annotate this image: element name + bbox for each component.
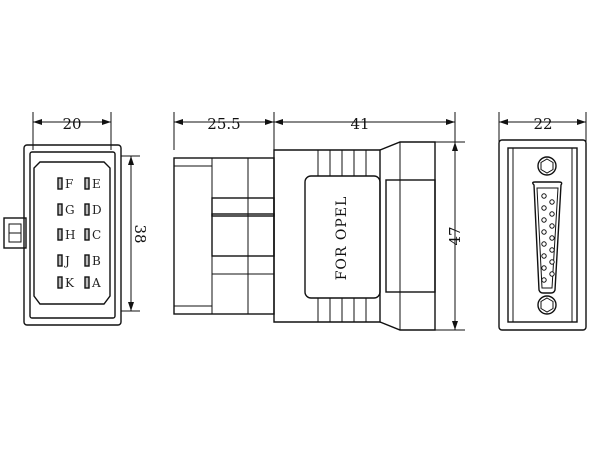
grip-ribs xyxy=(317,150,367,322)
db15-pins xyxy=(541,193,555,283)
db15-pin-hole xyxy=(541,229,547,235)
db15-pin-hole xyxy=(549,199,555,205)
pin-label: F xyxy=(65,177,73,191)
db15-face-view: 22 xyxy=(498,112,587,331)
pin-label: K xyxy=(65,276,75,290)
db15-pin-hole xyxy=(541,217,547,223)
db-body xyxy=(498,139,587,331)
obd-latch xyxy=(3,217,27,249)
db15-pin-hole xyxy=(549,211,555,217)
db15-pin-hole xyxy=(549,247,555,253)
db15-pin-hole xyxy=(549,259,555,265)
side-profile-view: 25.5 41 FOR OPEL xyxy=(173,112,465,331)
db15-pin-hole xyxy=(541,265,547,271)
dim-side-height: 47 xyxy=(446,226,464,245)
db15-shell xyxy=(532,181,563,294)
pin-label: D xyxy=(92,203,102,217)
db15-pin-hole xyxy=(541,253,547,259)
dim-db-width: 22 xyxy=(533,115,552,133)
pin-label: A xyxy=(91,276,101,290)
db15-pin-hole xyxy=(549,235,555,241)
obd-body xyxy=(23,144,122,326)
db15-pin-hole xyxy=(541,205,547,211)
dim-obd-width: 20 xyxy=(62,115,81,133)
db15-pin-hole xyxy=(549,271,555,277)
screw-bottom xyxy=(537,295,557,315)
pin-label: H xyxy=(65,228,75,242)
db15-pin-hole xyxy=(541,193,547,199)
obd-face-view: 20 F G H J K E D C xyxy=(3,112,149,326)
screw-top xyxy=(537,156,557,176)
dim-side-left: 25.5 xyxy=(207,115,240,133)
db15-pin-hole xyxy=(541,277,547,283)
pin-label: C xyxy=(92,228,101,242)
dim-side-right: 41 xyxy=(350,115,369,133)
pin-label: B xyxy=(92,254,101,268)
pin-label: E xyxy=(92,177,101,191)
dim-obd-height: 38 xyxy=(131,224,149,243)
pin-label: J xyxy=(63,254,70,268)
side-obd-section xyxy=(173,157,275,315)
db15-pin-hole xyxy=(549,223,555,229)
obd-cavity xyxy=(33,161,111,305)
pin-label: G xyxy=(65,203,75,217)
side-db-section xyxy=(379,141,436,331)
obd-pins-right: E D C B A xyxy=(84,177,102,290)
obd-pins-left: F G H J K xyxy=(57,177,75,290)
db15-pin-hole xyxy=(541,241,547,247)
connector-label: FOR OPEL xyxy=(334,196,350,281)
